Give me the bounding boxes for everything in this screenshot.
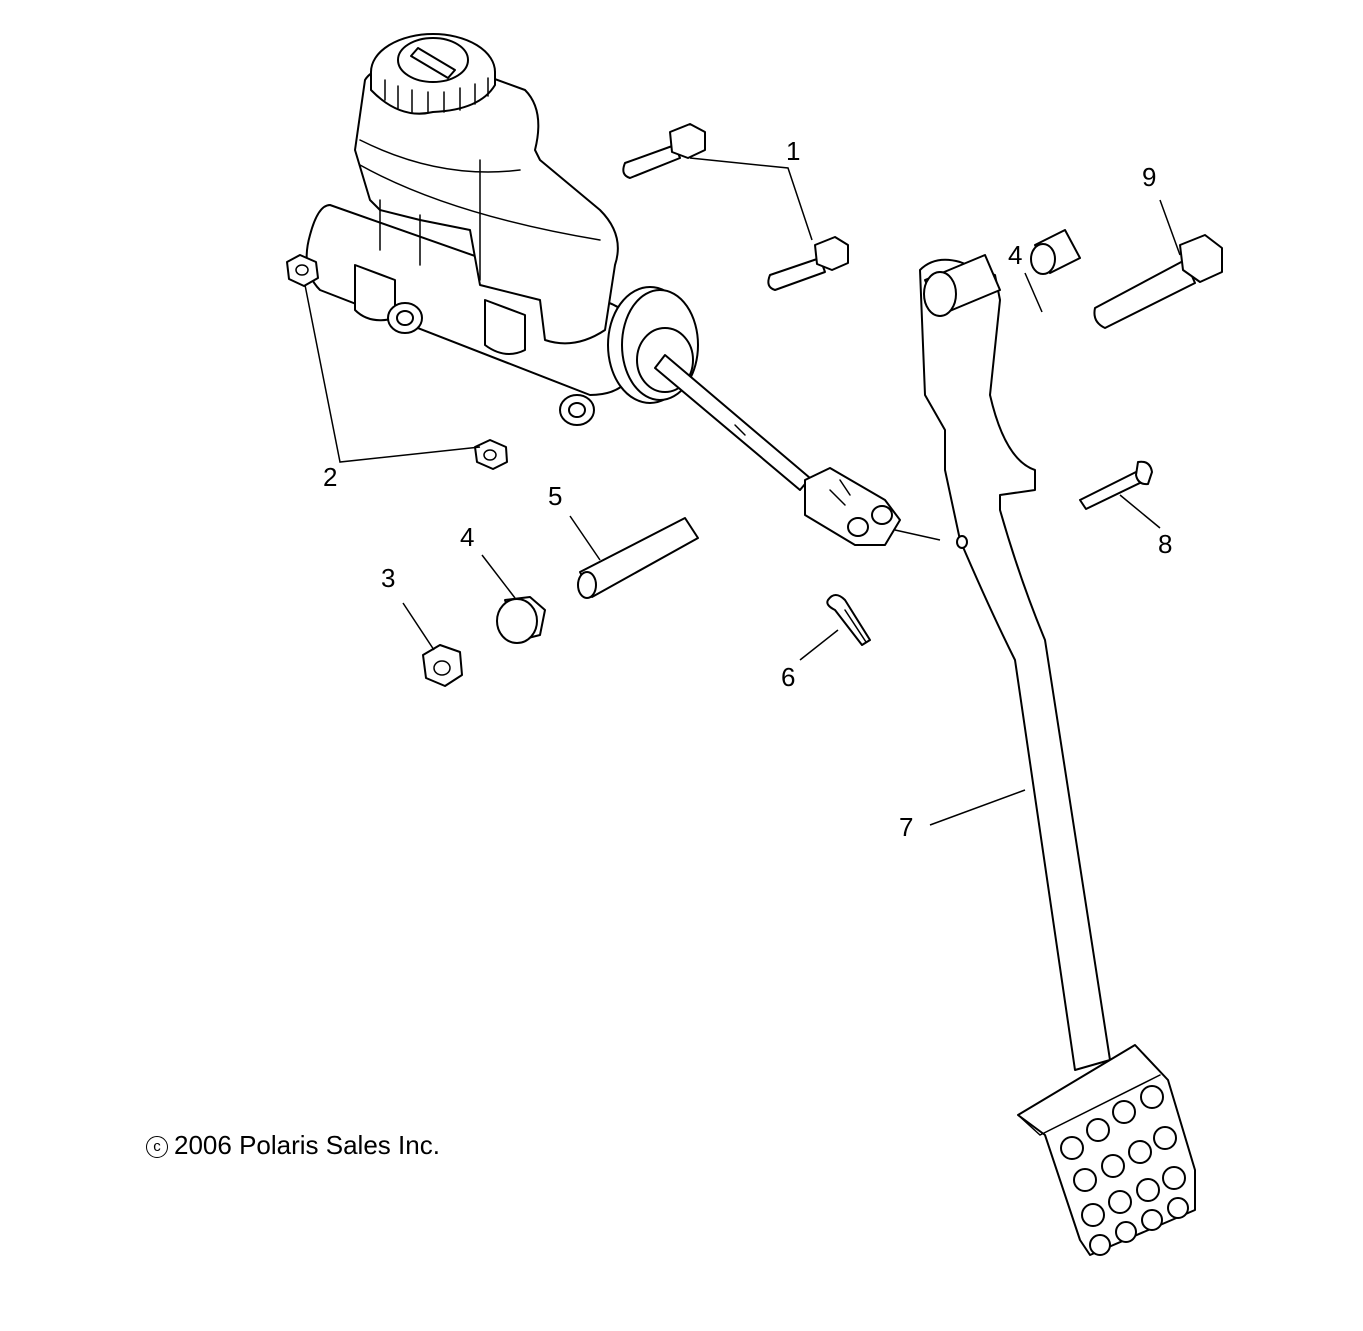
callout-5: 5 [548,481,562,511]
callout-8: 8 [1158,529,1172,559]
part-4-bushing-upper [1030,229,1081,275]
copyright-notice: c 2006 Polaris Sales Inc. [146,1130,440,1161]
part-1-bolts [622,123,849,291]
callout-7: 7 [899,812,913,842]
callout-3: 3 [381,563,395,593]
part-5-sleeve [577,517,699,599]
part-3-nut [422,644,463,687]
copyright-symbol: c [146,1136,168,1158]
callout-1: 1 [786,136,800,166]
part-6-cotter-pin [826,594,871,646]
part-8-pin [1079,460,1153,510]
master-cylinder [305,33,901,546]
part-7-brake-pedal [919,254,1196,1256]
callout-9: 9 [1142,162,1156,192]
callout-6: 6 [781,662,795,692]
part-4-bushing-lower [496,596,546,644]
callout-4-upper: 4 [1008,240,1022,270]
copyright-text: 2006 Polaris Sales Inc. [174,1130,440,1160]
leader-lines [304,157,1181,826]
callout-2: 2 [323,462,337,492]
callout-4-lower: 4 [460,522,474,552]
part-9-bolt [1093,234,1223,329]
part-2-nuts [286,254,508,470]
